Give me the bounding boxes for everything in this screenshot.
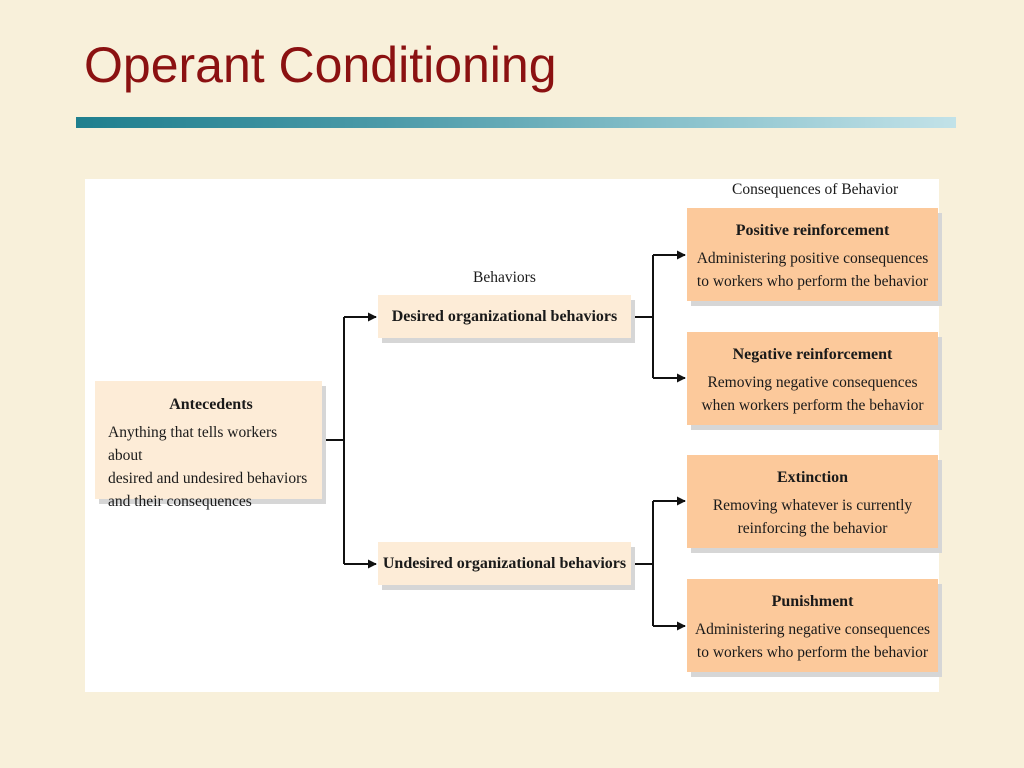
punishment-description: Administering negative consequences to w…: [691, 618, 934, 664]
extinction-box: Extinction Removing whatever is currentl…: [687, 455, 938, 548]
antecedents-line-1: Anything that tells workers about: [108, 424, 278, 464]
negative-reinforcement-title: Negative reinforcement: [732, 346, 893, 363]
connector-lines: [322, 250, 686, 631]
positive-reinforcement-line-2: to workers who perform the behavior: [696, 273, 929, 290]
slide-title: Operant Conditioning: [84, 37, 557, 93]
antecedents-line-2: desired and undesired behaviors: [108, 470, 308, 487]
antecedents-description: Anything that tells workers about desire…: [108, 421, 314, 513]
negative-reinforcement-line-1: Removing negative consequences: [707, 374, 918, 391]
antecedents-title: Antecedents: [169, 396, 253, 413]
desired-behaviors-box: Desired organizational behaviors: [378, 295, 631, 338]
positive-reinforcement-description: Administering positive consequences to w…: [691, 247, 934, 293]
consequences-header: Consequences of Behavior: [732, 181, 899, 198]
diagram-panel: Consequences of Behavior Behaviors Antec…: [85, 179, 939, 692]
positive-reinforcement-box: Positive reinforcement Administering pos…: [687, 208, 938, 301]
extinction-line-2: reinforcing the behavior: [737, 520, 888, 537]
extinction-description: Removing whatever is currently reinforci…: [691, 494, 934, 540]
extinction-title: Extinction: [776, 469, 849, 486]
positive-reinforcement-line-1: Administering positive consequences: [696, 250, 929, 267]
antecedents-line-3: and their consequences: [108, 493, 252, 510]
behaviors-header: Behaviors: [473, 269, 536, 286]
undesired-behaviors-title: Undesired organizational behaviors: [382, 554, 627, 572]
title-underline: [76, 117, 956, 128]
punishment-title: Punishment: [771, 593, 854, 610]
antecedents-box: Antecedents Anything that tells workers …: [95, 381, 322, 510]
punishment-box: Punishment Administering negative conseq…: [687, 579, 938, 672]
punishment-line-1: Administering negative consequences: [694, 621, 930, 638]
negative-reinforcement-box: Negative reinforcement Removing negative…: [687, 332, 938, 425]
negative-reinforcement-description: Removing negative consequences when work…: [691, 371, 934, 417]
punishment-line-2: to workers who perform the behavior: [696, 644, 929, 661]
undesired-behaviors-box: Undesired organizational behaviors: [378, 542, 631, 585]
extinction-line-1: Removing whatever is currently: [712, 497, 913, 514]
positive-reinforcement-title: Positive reinforcement: [735, 222, 890, 239]
desired-behaviors-title: Desired organizational behaviors: [391, 307, 618, 325]
negative-reinforcement-line-2: when workers perform the behavior: [701, 397, 924, 414]
